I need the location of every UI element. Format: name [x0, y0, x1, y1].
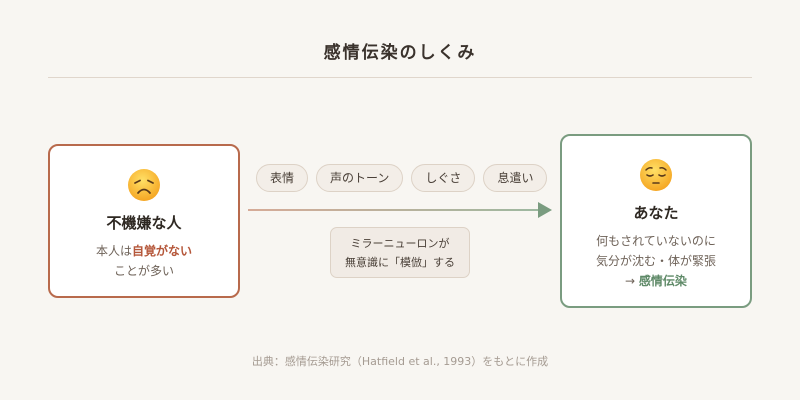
receiver-card: あなた 何もされていないのに 気分が沈む・体が緊張 → 感情伝染	[560, 134, 752, 308]
receiver-description: 何もされていないのに 気分が沈む・体が緊張 → 感情伝染	[562, 231, 750, 291]
source-person-name: 不機嫌な人	[106, 214, 182, 232]
diagram-title: 感情伝染のしくみ	[323, 43, 477, 63]
pensive-face-icon	[640, 159, 672, 191]
no-awareness-highlight: 自覚がない	[132, 244, 193, 258]
arrow-head-icon	[538, 202, 552, 218]
disappointed-face-icon	[128, 169, 160, 201]
title-divider	[48, 77, 752, 78]
channel-chip-gesture: しぐさ	[411, 164, 476, 192]
mirror-neuron-note: ミラーニューロンが 無意識に「模倣」する	[330, 227, 470, 278]
source-person-card: 不機嫌な人 本人は自覚がない ことが多い	[48, 144, 240, 298]
note-line1: ミラーニューロンが	[350, 237, 450, 250]
emotional-contagion-highlight: 感情伝染	[638, 274, 687, 288]
desc-line2: ことが多い	[113, 264, 174, 278]
result-arrow: →	[625, 274, 639, 288]
desc-line2: 気分が沈む・体が緊張	[595, 254, 716, 268]
desc-prefix: 本人は	[95, 244, 132, 258]
desc-line1: 何もされていないのに	[596, 234, 716, 248]
transmission-channels: 表情 声のトーン しぐさ 息遣い	[256, 164, 548, 192]
note-line2: 無意識に「模倣」する	[345, 256, 455, 269]
source-citation: 出典：感情伝染研究（Hatfield et al., 1993）をもとに作成	[251, 355, 549, 368]
receiver-name: あなた	[633, 204, 679, 222]
channel-chip-expression: 表情	[256, 164, 309, 192]
transmission-arrow-line	[248, 209, 540, 211]
source-person-description: 本人は自覚がない ことが多い	[50, 241, 238, 281]
channel-chip-voice-tone: 声のトーン	[316, 164, 404, 192]
channel-chip-breathing: 息遣い	[483, 164, 548, 192]
